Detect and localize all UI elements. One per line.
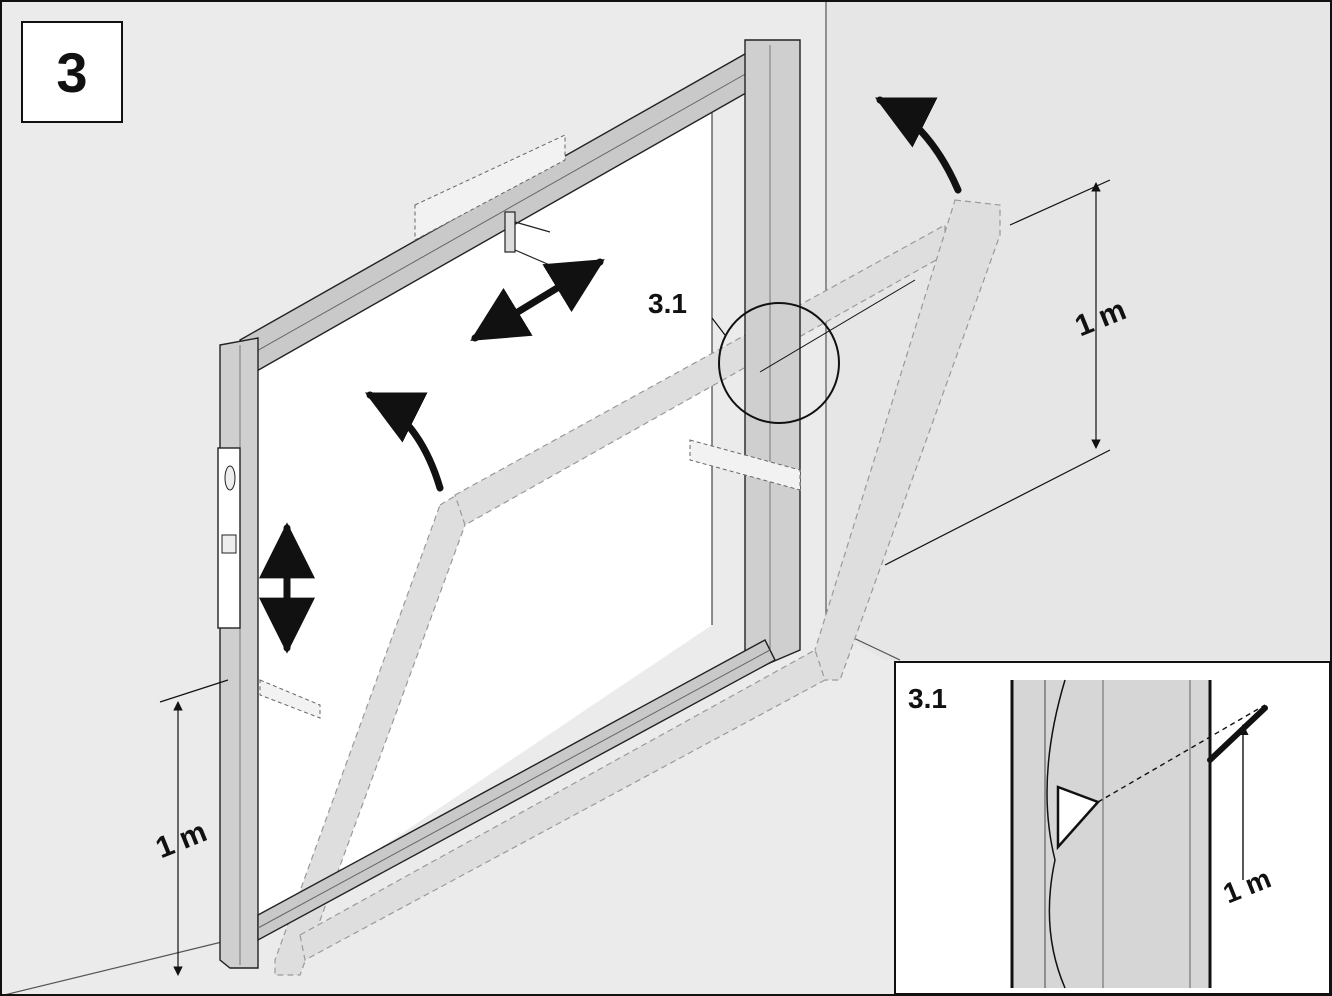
level-mark-triangle — [1056, 785, 1101, 851]
tear-edge — [1046, 679, 1066, 989]
spirit-level — [217, 447, 241, 629]
horizontal-adjust-arrow — [470, 258, 605, 342]
floor-line — [0, 939, 231, 996]
movement-arrows — [259, 96, 962, 654]
frame-right-post — [744, 39, 801, 666]
right-bracket — [689, 439, 801, 491]
detail-callout: 3.1 — [648, 279, 916, 424]
inset-label: 3.1 — [908, 683, 947, 714]
laser-line — [759, 279, 916, 373]
right-wall — [826, 0, 1332, 660]
tilt-arrow-right — [874, 96, 962, 194]
left-bracket — [259, 679, 321, 719]
frame-bottom-rail — [257, 639, 776, 942]
ghost-bottom-rail — [299, 649, 826, 961]
detail-inset: 3.1 1 m — [894, 661, 1331, 995]
ghost-frame — [274, 199, 1001, 976]
step-number: 3 — [56, 41, 87, 104]
mounting-brackets — [259, 134, 801, 719]
tilt-arrow-left — [364, 391, 444, 492]
frame-left-post — [219, 337, 259, 969]
top-bracket — [414, 134, 566, 241]
ghost-left-post — [274, 488, 466, 976]
callout-label: 3.1 — [648, 288, 687, 319]
step-number-box: 3 — [21, 21, 123, 123]
